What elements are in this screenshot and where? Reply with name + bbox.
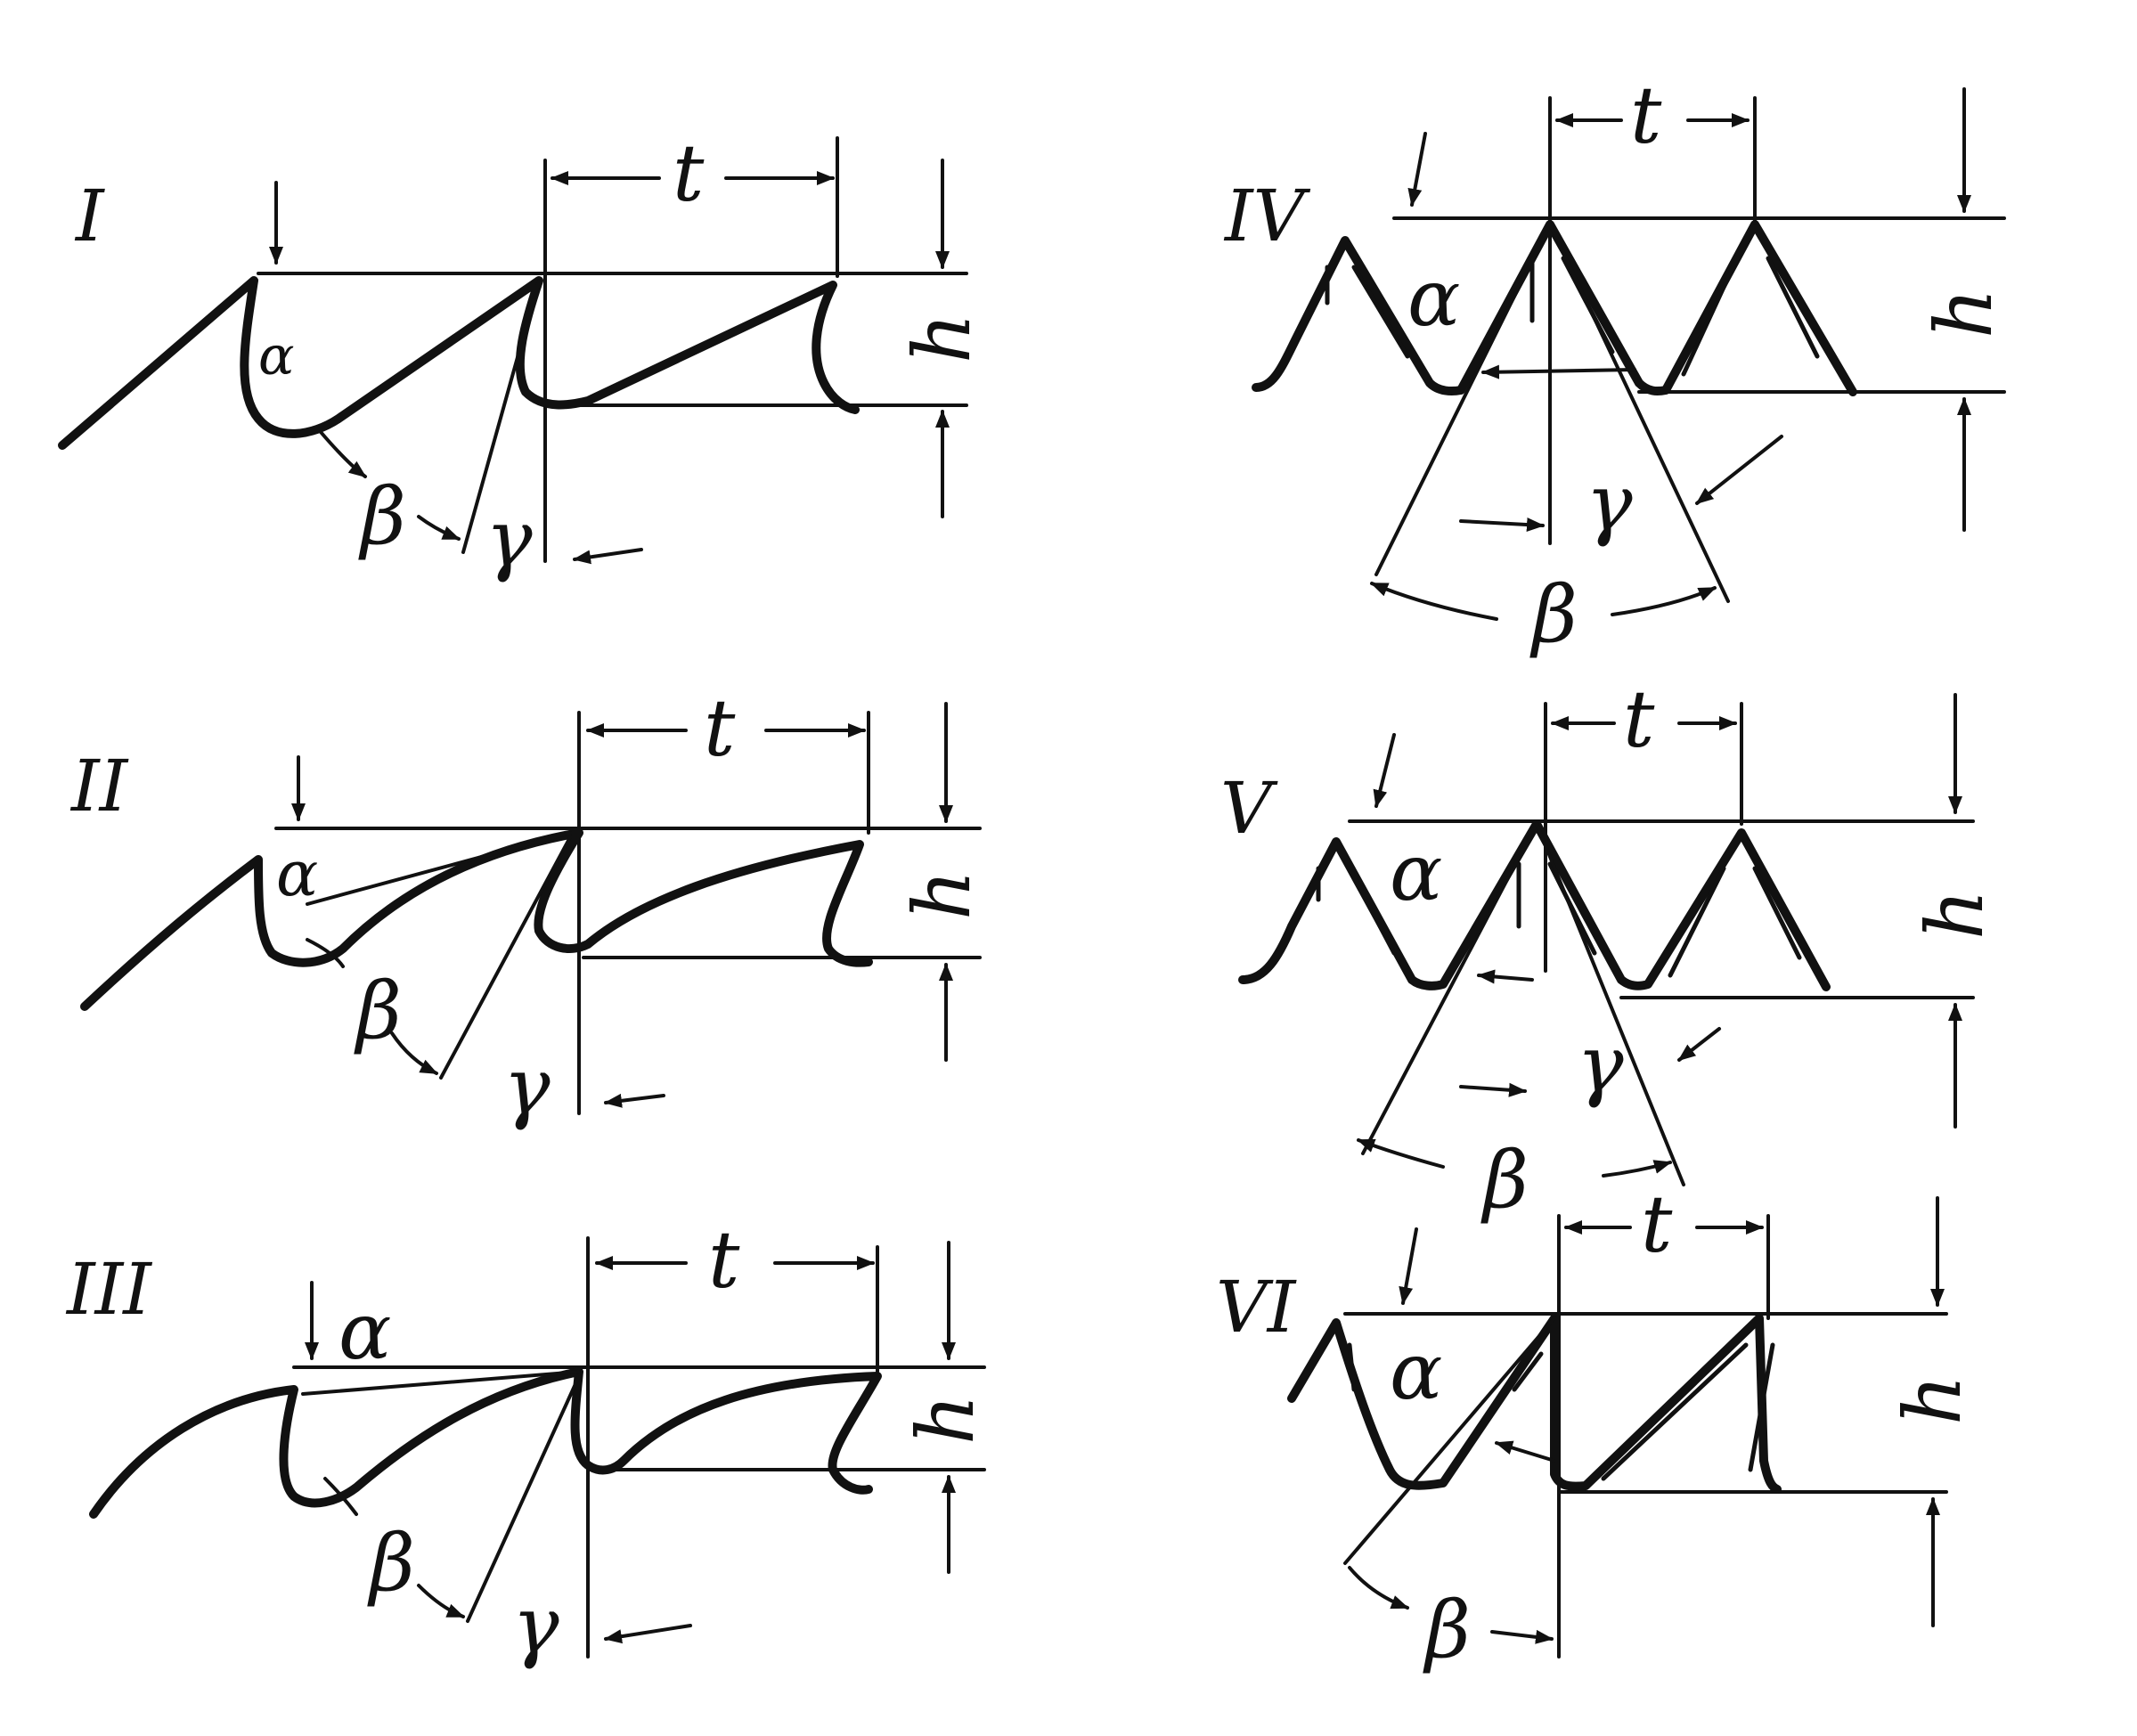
beta-arc-right xyxy=(1611,586,1717,616)
tooth-profile xyxy=(1238,819,1831,991)
tooth-profile xyxy=(80,828,873,1011)
tooth-profile xyxy=(1252,220,1857,396)
alpha-label: α xyxy=(1390,1325,1442,1417)
beta-arc-left xyxy=(1357,1138,1445,1169)
gamma-arc xyxy=(390,1031,438,1075)
tooth-inner-line xyxy=(1681,256,1820,377)
feed-arrow xyxy=(1407,132,1427,207)
numeral-label: II xyxy=(69,745,129,827)
pitch-label: t xyxy=(708,1214,740,1306)
tooth-inner-line xyxy=(1347,1342,1544,1392)
clearance-line xyxy=(306,831,572,906)
gamma-arc-end xyxy=(604,1624,692,1644)
gamma-label: γ xyxy=(1577,1018,1624,1110)
tooth-profile xyxy=(1287,1314,1782,1494)
pitch-label: t xyxy=(673,127,705,219)
pitch-label: t xyxy=(1623,673,1655,765)
gamma-arrow xyxy=(1459,518,1545,533)
alpha-label: α xyxy=(258,325,295,387)
numeral-label: V xyxy=(1220,767,1278,850)
gamma-arrow xyxy=(1459,1082,1527,1097)
beta-arc-right xyxy=(1602,1160,1672,1178)
tooth-profile xyxy=(58,276,860,450)
alpha-label: α xyxy=(276,837,318,910)
beta-ray-left xyxy=(1361,822,1538,1155)
gamma-label: γ xyxy=(503,1040,551,1132)
numeral-label: I xyxy=(74,175,105,257)
height-label: h xyxy=(1909,889,2001,940)
height-label: h xyxy=(900,1394,991,1445)
beta-label: β xyxy=(354,965,402,1056)
tooth-inner-line xyxy=(1601,1342,1775,1481)
tooth-inner-line xyxy=(1668,866,1802,978)
beta-label: β xyxy=(358,470,406,562)
alpha-arrow xyxy=(1495,1440,1556,1463)
beta-label: β xyxy=(1423,1584,1471,1675)
pitch-label: t xyxy=(704,682,736,774)
beta-ray xyxy=(1343,1316,1556,1565)
beta-label: β xyxy=(1480,1134,1529,1226)
gamma-arrow-right xyxy=(1695,435,1783,505)
height-label: h xyxy=(1887,1374,1978,1425)
beta-arc-left xyxy=(1348,1566,1409,1610)
beta-arc xyxy=(323,1477,358,1516)
diagram-vi: VI t h α β xyxy=(1216,1178,1978,1675)
alpha-label: α xyxy=(1390,827,1442,918)
gamma-ray xyxy=(461,279,541,554)
alpha-arrow xyxy=(1477,969,1534,984)
feed-arrow xyxy=(1399,1227,1418,1305)
pitch-label: t xyxy=(1641,1178,1673,1270)
gamma-ray xyxy=(439,835,572,1080)
gamma-arc-end xyxy=(604,1093,665,1108)
gamma-label: γ xyxy=(1586,457,1633,549)
gamma-label: γ xyxy=(512,1579,559,1671)
tooth-profile xyxy=(89,1367,882,1519)
alpha-arrow xyxy=(1481,364,1636,379)
height-label: h xyxy=(1918,288,2010,338)
gamma-arc-end xyxy=(573,548,643,565)
beta-label: β xyxy=(1529,568,1578,660)
beta-ray-right xyxy=(1548,223,1730,603)
beta-arc-left xyxy=(1370,582,1498,621)
feed-arrow xyxy=(1373,733,1396,808)
tooth-inner-line xyxy=(1316,866,1397,956)
diagram-v: V t h α γ β xyxy=(1220,673,2001,1226)
beta-arc-right xyxy=(1490,1629,1554,1644)
height-label: h xyxy=(896,313,988,363)
gamma-label: γ xyxy=(485,493,533,584)
pitch-label: t xyxy=(1630,69,1662,161)
alpha-label: α xyxy=(338,1285,391,1377)
gamma-arc xyxy=(417,1584,465,1618)
beta-arc xyxy=(319,430,367,478)
beta-label: β xyxy=(367,1517,415,1609)
beta-ray-right xyxy=(1535,822,1685,1186)
numeral-label: III xyxy=(65,1248,152,1331)
diagram-iii: III t h α β γ xyxy=(65,1214,991,1671)
gamma-ray xyxy=(466,1374,581,1623)
clearance-line xyxy=(301,1370,581,1396)
diagram-iv: IV t h α γ β xyxy=(1223,69,2010,660)
diagram-i: I t h α β γ xyxy=(58,127,988,584)
numeral-label: VI xyxy=(1216,1266,1297,1349)
beta-arc xyxy=(306,938,345,968)
diagram-ii: II t h α β γ xyxy=(69,682,988,1132)
height-label: h xyxy=(896,869,988,920)
alpha-label: α xyxy=(1407,252,1460,344)
numeral-label: IV xyxy=(1223,175,1311,257)
tooth-inner-line xyxy=(1325,265,1410,359)
beta-ray-left xyxy=(1374,223,1552,576)
gamma-arrow-right xyxy=(1677,1027,1721,1062)
gamma-arc xyxy=(417,515,461,541)
